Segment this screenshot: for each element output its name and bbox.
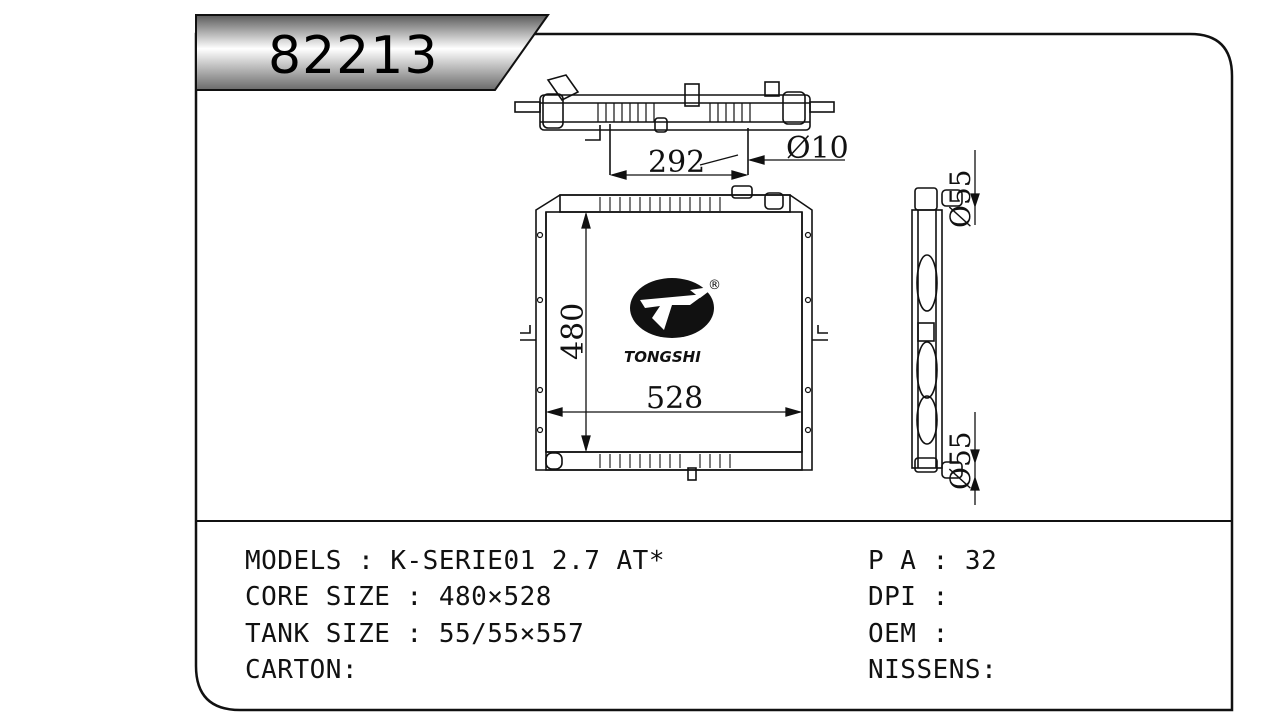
core-height-dimension	[581, 211, 591, 453]
part-number: 82213	[268, 26, 439, 86]
spec-models: MODELS : K-SERIE01 2.7 AT*	[245, 546, 665, 576]
spec-core-size: CORE SIZE : 480×528	[245, 582, 552, 612]
tank-dimension-bottom	[970, 412, 980, 505]
spec-pa: P A : 32	[868, 546, 998, 576]
tongshi-logo-icon	[630, 278, 716, 338]
pipe-diameter-label: Ø10	[786, 131, 849, 166]
brand-name: TONGSHI	[624, 348, 701, 366]
spec-dpi: DPI :	[868, 582, 949, 612]
front-view-bolts	[536, 231, 812, 434]
core-width-label: 528	[646, 381, 703, 416]
pipe-spacing-label: 292	[648, 145, 705, 180]
pipe-spacing-dimension	[609, 154, 845, 180]
registered-mark: ®	[708, 278, 721, 293]
front-view-tank-fins	[599, 197, 731, 468]
side-view-drawing	[911, 187, 963, 479]
part-number-tab	[195, 14, 550, 91]
core-width-dimension	[545, 407, 803, 417]
tank-top-label: Ø55	[944, 169, 977, 228]
outer-frame	[194, 32, 1234, 712]
tank-dimension-top	[970, 150, 980, 225]
spec-tank-size: TANK SIZE : 55/55×557	[245, 619, 585, 649]
tank-bottom-label: Ø55	[944, 431, 977, 490]
spec-nissens: NISSENS:	[868, 655, 998, 685]
front-view-drawing	[520, 185, 828, 481]
spec-carton: CARTON:	[245, 655, 359, 685]
spec-oem: OEM :	[868, 619, 949, 649]
core-height-label: 480	[556, 303, 591, 360]
top-view-drawing	[514, 74, 835, 175]
top-view-fins	[597, 103, 751, 122]
